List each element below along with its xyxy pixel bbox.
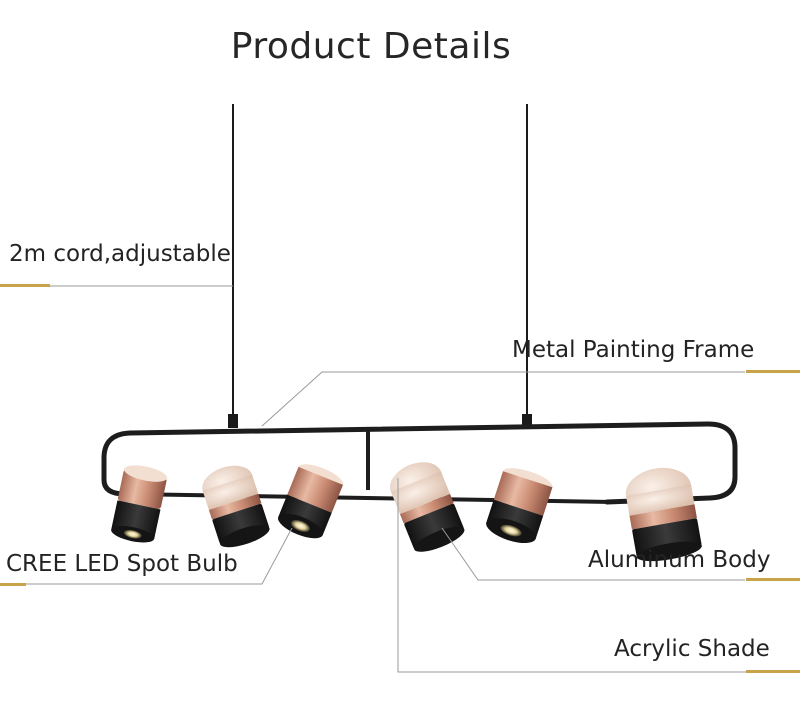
spot-lamp-3 (278, 464, 344, 539)
label-bulb: CREE LED Spot Bulb (6, 551, 238, 577)
label-frame: Metal Painting Frame (512, 337, 755, 363)
metal-frame (101, 421, 738, 505)
spot-lamp-6 (625, 467, 702, 562)
cord-clamp-right (522, 414, 532, 428)
label-shade: Acrylic Shade (614, 636, 770, 662)
spot-lamp-2 (202, 465, 270, 548)
cord-clamp-left (228, 414, 238, 428)
accent-bar-cord (0, 284, 50, 287)
accent-bar-shade (746, 670, 800, 673)
page-title: Product Details (230, 26, 512, 67)
leader-line-frame (261, 371, 745, 427)
leader-line-body (441, 527, 745, 581)
label-body: Aluminum Body (588, 547, 771, 573)
leader-line-shade (397, 478, 746, 673)
spot-lamp-1 (111, 465, 168, 543)
leader-line-bulb (5, 527, 293, 585)
label-cord: 2m cord,adjustable (9, 241, 231, 267)
accent-bar-body (746, 578, 800, 581)
accent-bar-bulb (0, 583, 26, 586)
spot-lamp-4 (390, 462, 465, 552)
accent-bar-frame (746, 370, 800, 373)
spot-lamp-5 (486, 468, 553, 544)
